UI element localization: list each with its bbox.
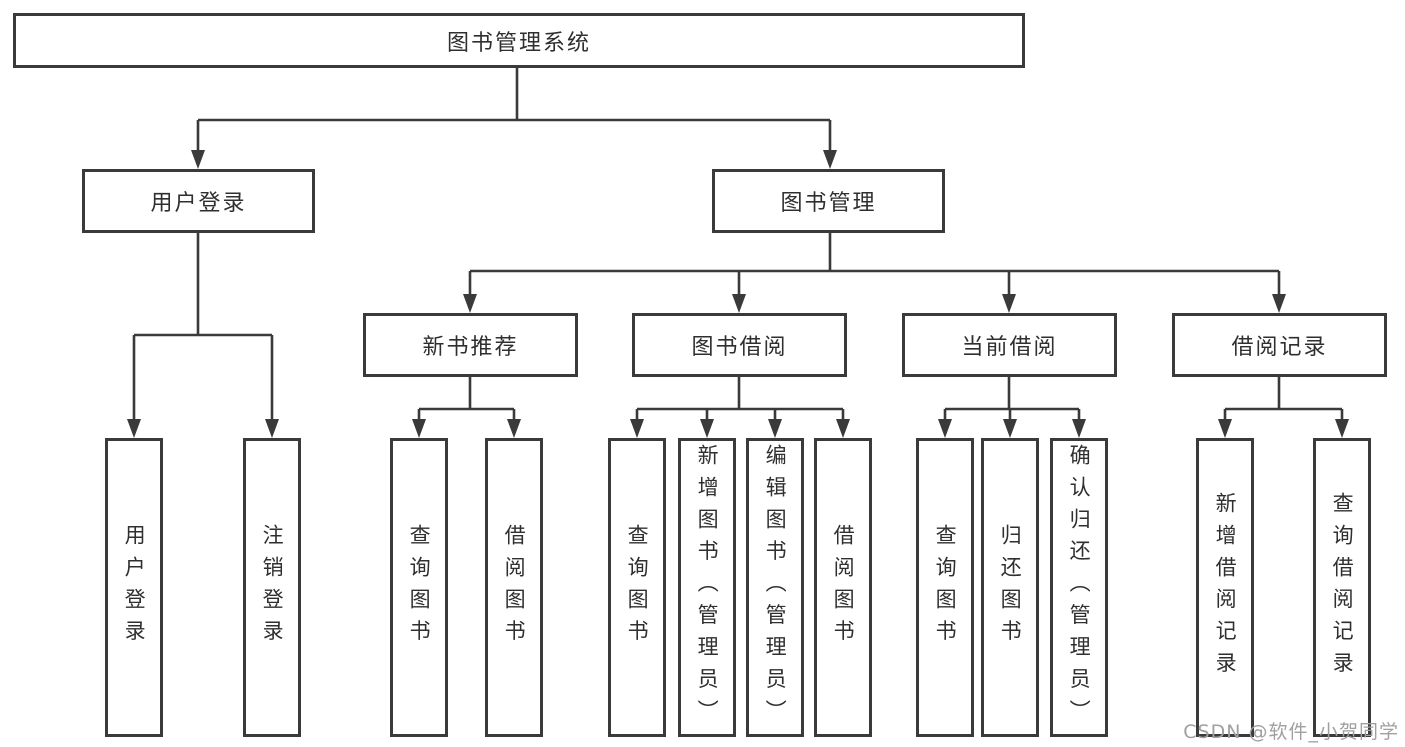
leaf-borrow-books: 借阅图书 [814,438,872,737]
arrow-down-icon [463,294,477,313]
leaf-query-borrow-record: 查询借阅记录 [1313,438,1371,737]
arrow-down-icon [265,419,279,438]
leaf-query-books: 查询图书 [390,438,448,737]
node-borrowing-records: 借阅记录 [1172,313,1387,377]
arrow-down-icon [938,419,952,438]
arrow-down-icon [1002,294,1016,313]
node-label: 借阅图书 [502,523,527,652]
leaf-confirm-return-admin: 确认归还（管理员） [1050,438,1108,737]
arrow-down-icon [1072,419,1086,438]
arrow-down-icon [836,419,850,438]
node-label: 归还图书 [998,523,1023,652]
node-user-login: 用户登录 [82,169,315,233]
node-label: 注销登录 [260,523,285,652]
node-label: 当前借阅 [961,335,1058,360]
node-label: 新书推荐 [422,335,519,360]
arrow-down-icon [732,294,746,313]
node-label: 新增图书（管理员） [695,443,720,732]
node-book-management: 图书管理 [712,169,945,233]
leaf-query-books: 查询图书 [916,438,974,737]
arrow-down-icon [630,419,644,438]
node-label: 借阅图书 [831,523,856,652]
arrow-down-icon [768,419,782,438]
leaf-return-books: 归还图书 [981,438,1039,737]
arrow-down-icon [412,419,426,438]
node-label: 新增借阅记录 [1213,491,1238,684]
leaf-add-borrow-record: 新增借阅记录 [1196,438,1254,737]
leaf-borrow-books: 借阅图书 [485,438,543,737]
arrow-down-icon [127,419,141,438]
node-label: 用户登录 [122,523,147,652]
node-label: 查询借阅记录 [1330,491,1355,684]
node-label: 借阅记录 [1231,335,1328,360]
leaf-user-login: 用户登录 [105,438,163,737]
node-book-borrowing: 图书借阅 [632,313,847,377]
node-current-borrowing: 当前借阅 [902,313,1117,377]
leaf-query-books: 查询图书 [608,438,666,737]
csdn-watermark: CSDN @软件_小贺同学 [1183,721,1399,743]
node-label: 确认归还（管理员） [1067,443,1092,732]
leaf-add-books-admin: 新增图书（管理员） [678,438,736,737]
leaf-logout: 注销登录 [243,438,301,737]
node-root-system: 图书管理系统 [13,13,1025,68]
arrow-down-icon [700,419,714,438]
arrow-down-icon [1218,419,1232,438]
node-label: 编辑图书（管理员） [763,443,788,732]
node-label: 图书借阅 [691,335,788,360]
node-label: 查询图书 [407,523,432,652]
node-label: 用户登录 [150,191,247,216]
node-label: 图书管理 [780,191,877,216]
arrow-down-icon [1272,294,1286,313]
arrow-down-icon [823,150,837,169]
node-new-book-recommend: 新书推荐 [363,313,578,377]
arrow-down-icon [191,150,205,169]
node-label: 查询图书 [933,523,958,652]
leaf-edit-books-admin: 编辑图书（管理员） [746,438,804,737]
arrow-down-icon [1335,419,1349,438]
arrow-down-icon [507,419,521,438]
node-label: 图书管理系统 [446,30,591,56]
arrow-down-icon [1003,419,1017,438]
node-label: 查询图书 [625,523,650,652]
